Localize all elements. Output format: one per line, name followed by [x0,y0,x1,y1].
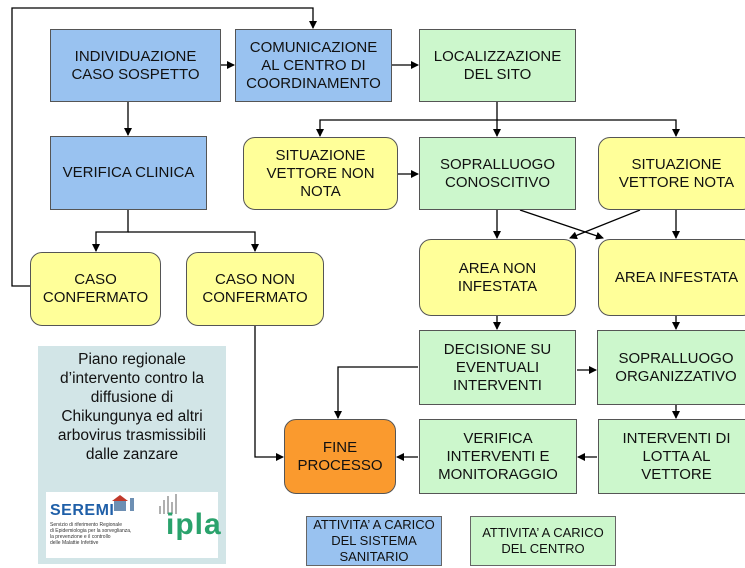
node-interventi-lotta: INTERVENTI DI LOTTA AL VETTORE [598,419,745,494]
arrow-decisione-fine [334,366,418,419]
arrow-conoscitivo-infestata [519,209,604,240]
node-label: SOPRALLUOGO ORGANIZZATIVO [615,349,737,385]
arrow-nota-non-infestata [569,209,641,240]
arrow-non-confermato-fine [254,326,284,461]
node-label: INTERVENTI DI LOTTA AL VETTORE [622,429,731,483]
branch-verifica [92,210,129,252]
feedback-line [11,7,317,287]
node-label: CASO CONFERMATO [42,271,149,306]
node-area-infestata: AREA INFESTATA [598,239,745,316]
info-title: Piano regionale d’intervento contro la d… [57,351,207,463]
seremi-subtitle: Servizio di riferimento Regionale di Epi… [50,522,132,546]
node-situazione-vettore-nota: SITUAZIONE VETTORE NOTA [598,137,745,210]
node-individuazione-caso-sospetto: INDIVIDUAZIONE CASO SOSPETTO [50,29,221,102]
branch-localizzazione-right [497,119,680,137]
node-localizzazione-sito: LOCALIZZAZIONE DEL SITO [419,29,576,102]
node-label: SITUAZIONE VETTORE NON NOTA [266,146,375,200]
legend-centro: ATTIVITA’ A CARICO DEL CENTRO [470,516,616,566]
node-situazione-vettore-non-nota: SITUAZIONE VETTORE NON NOTA [243,137,398,210]
logos-area: SEREMI Servizio di riferimento Regionale… [46,492,221,558]
node-verifica-interventi: VERIFICA INTERVENTI E MONITORAGGIO [419,419,577,494]
node-comunicazione-centro: COMUNICAZIONE AL CENTRO DI COORDINAMENTO [235,29,392,102]
branch-localizzazione [316,102,498,137]
node-label: VERIFICA INTERVENTI E MONITORAGGIO [438,429,558,483]
node-label: CASO NON CONFERMATO [202,271,308,306]
node-label: AREA INFESTATA [614,268,739,286]
node-verifica-clinica: VERIFICA CLINICA [50,136,207,210]
node-fine-processo: FINE PROCESSO [284,419,396,494]
node-decisione-interventi: DECISIONE SU EVENTUALI INTERVENTI [419,330,576,405]
node-label: COMUNICAZIONE AL CENTRO DI COORDINAMENTO [246,38,381,92]
node-label: AREA NON INFESTATA [457,259,538,295]
node-caso-confermato: CASO CONFERMATO [30,252,161,326]
node-area-non-infestata: AREA NON INFESTATA [419,239,576,316]
node-label: VERIFICA CLINICA [62,164,195,181]
node-label: SOPRALLUOGO CONOSCITIVO [439,155,556,191]
branch-verifica-right [128,231,259,252]
node-label: DECISIONE SU EVENTUALI INTERVENTI [443,340,552,394]
node-label: LOCALIZZAZIONE DEL SITO [433,47,562,83]
legend-sistema-sanitario: ATTIVITA’ A CARICO DEL SISTEMA SANITARIO [306,516,442,566]
node-sopralluogo-organizzativo: SOPRALLUOGO ORGANIZZATIVO [597,330,745,405]
info-panel: Piano regionale d’intervento contro la d… [38,346,226,564]
node-caso-non-confermato: CASO NON CONFERMATO [186,252,324,326]
ipla-logo: ipla [166,508,222,541]
logo-graphics [112,494,177,514]
node-label: FINE PROCESSO [297,438,383,474]
seremi-logo: SEREMI [50,502,115,519]
node-label: SITUAZIONE VETTORE NOTA [618,155,735,191]
node-sopralluogo-conoscitivo: SOPRALLUOGO CONOSCITIVO [419,137,576,210]
node-label: INDIVIDUAZIONE CASO SOSPETTO [71,47,200,83]
